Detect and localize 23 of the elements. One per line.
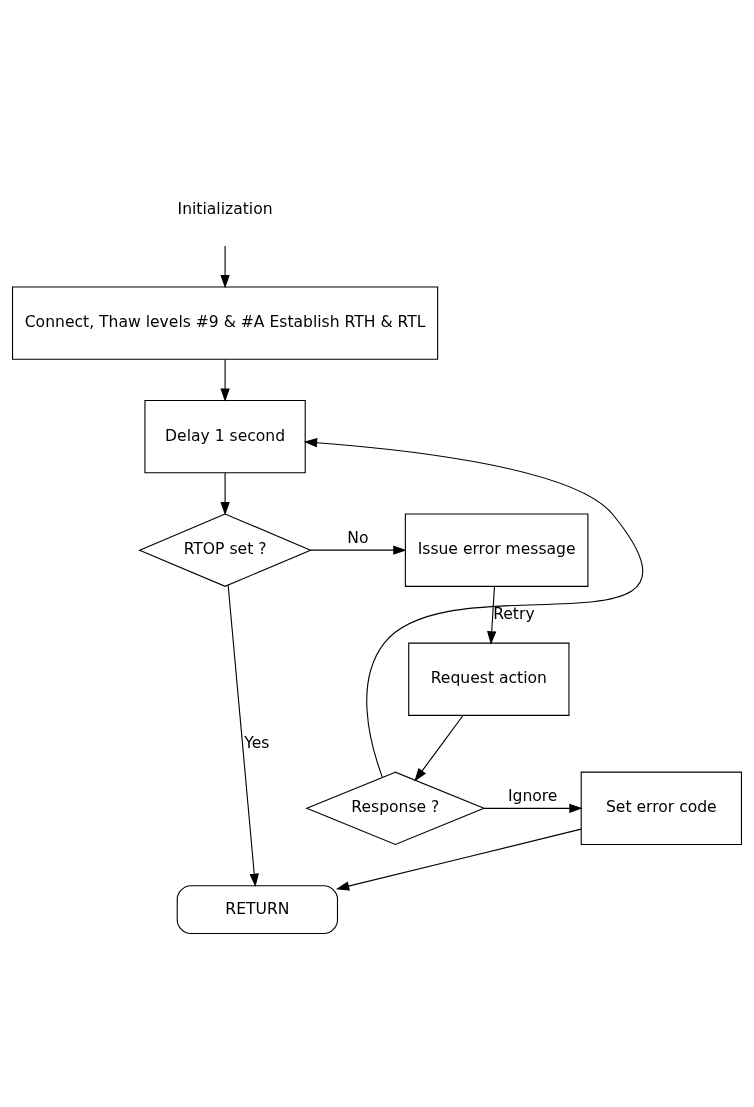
arrow [483, 803, 583, 814]
arrow [335, 828, 582, 891]
node-box: Issue error message [404, 513, 589, 587]
node-text: Initialization [177, 199, 273, 218]
edge-label: No [347, 528, 369, 547]
edge-label: Ignore [507, 786, 558, 805]
node-box: Connect, Thaw levels #9 & #A Establish RTH & RTL [11, 286, 439, 360]
edge-label: Retry [493, 604, 535, 623]
arrow [303, 438, 644, 778]
arrow [220, 358, 230, 402]
arrow [310, 545, 407, 555]
arrow [220, 245, 230, 289]
arrow [487, 586, 497, 645]
arrow [220, 472, 230, 516]
arrow [414, 715, 464, 782]
node-box: Delay 1 second [144, 399, 306, 474]
arrow [227, 584, 259, 888]
node-diamond: Response ? [305, 771, 486, 846]
node-box: Request action [408, 642, 570, 716]
node-box: Set error code [580, 771, 743, 846]
node-diamond: RTOP set ? [138, 513, 312, 587]
edge-label: Yes [244, 733, 270, 752]
node-box: RETURN [176, 885, 339, 935]
